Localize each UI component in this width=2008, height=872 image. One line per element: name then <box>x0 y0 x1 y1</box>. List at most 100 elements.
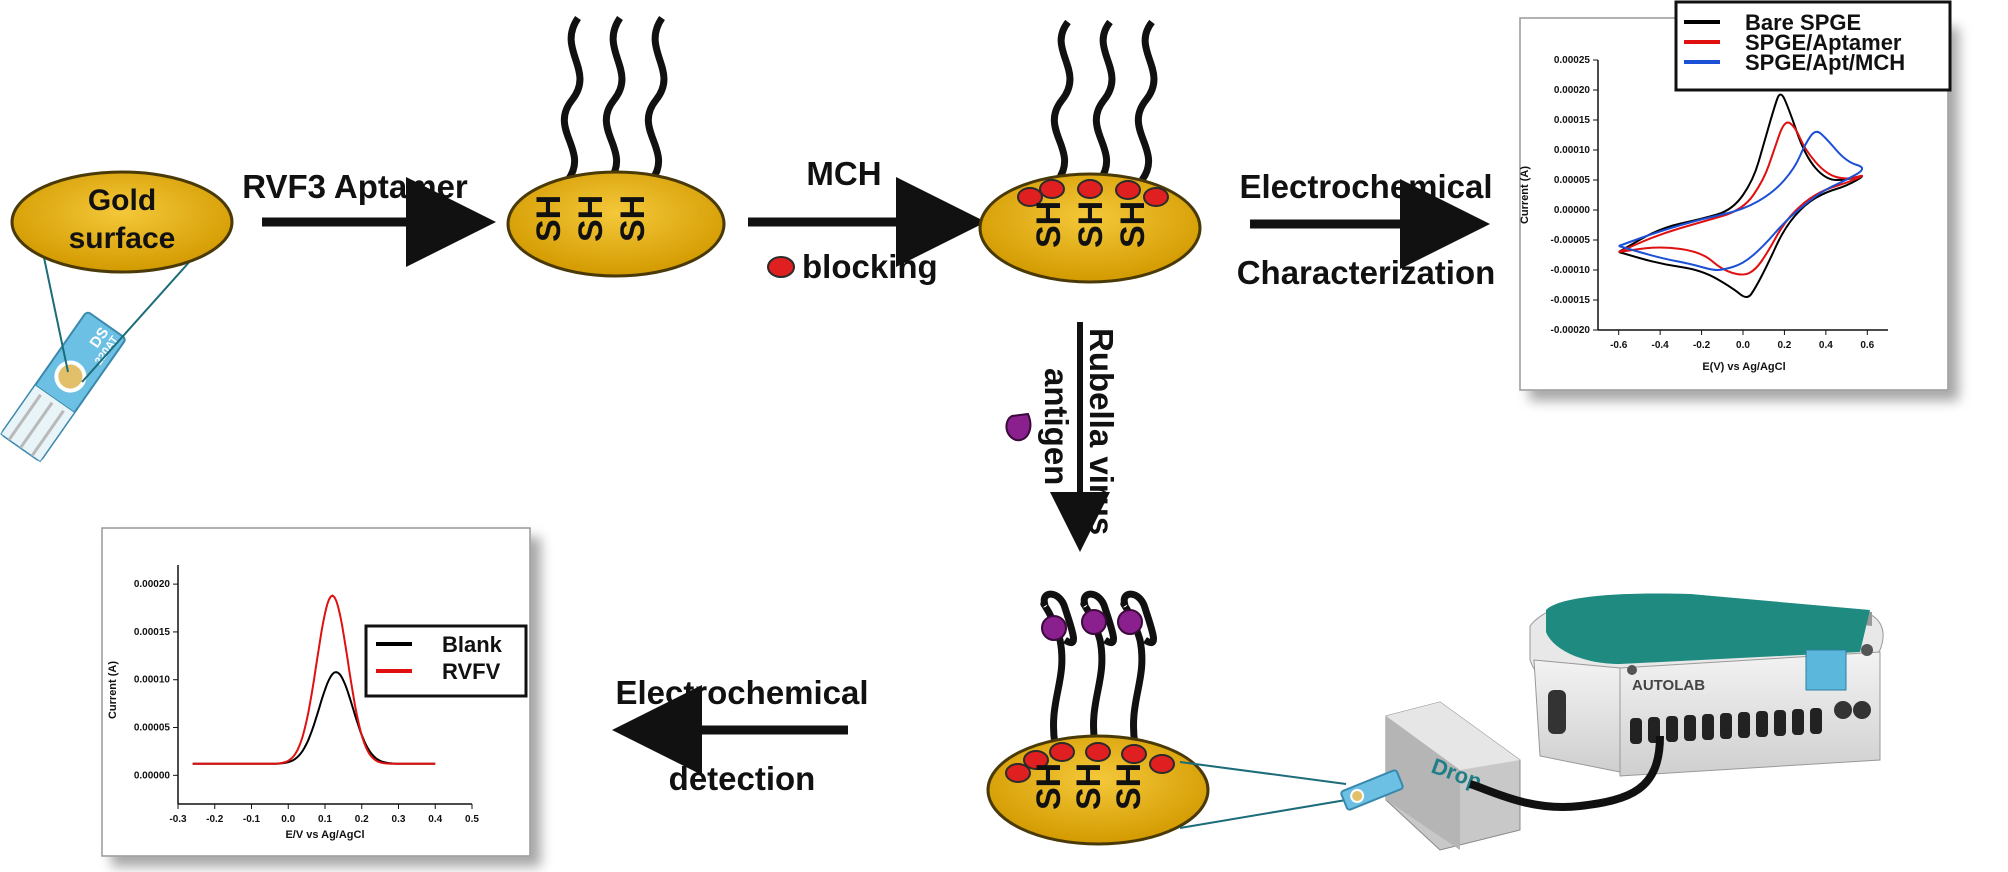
aptamer-strand <box>1040 590 1077 746</box>
gold-surface-label: surface <box>69 222 176 255</box>
aptamer-strand <box>644 16 668 183</box>
mch-icon <box>1143 187 1169 207</box>
dpv-y-tick-label: 0.00015 <box>134 627 171 638</box>
cv-series <box>1618 93 1864 298</box>
cv-legend <box>1674 0 1952 92</box>
gold-electrode <box>506 170 726 278</box>
thiol-label: SH <box>1070 763 1108 810</box>
cv-x-tick-label: 0.4 <box>1819 340 1833 351</box>
cv-y-tick-label: 0.00020 <box>1554 85 1591 96</box>
dropsens-connector-icon: Drop <box>1340 701 1521 851</box>
cv-x-tick-label: 0.6 <box>1860 340 1874 351</box>
aptamer-strand <box>1092 19 1116 183</box>
thiol-label: SH <box>572 195 610 242</box>
aptamer-strand <box>1120 590 1157 746</box>
dpv-legend <box>364 624 528 698</box>
antigen-icon <box>1117 609 1143 635</box>
cv-x-tick-label: -0.4 <box>1652 340 1670 351</box>
thiol-label: SH <box>1114 201 1152 248</box>
mch-icon <box>1023 750 1049 770</box>
cv-legend-label: SPGE/Aptamer <box>1745 30 1902 55</box>
cv-y-axis-label: Current (A) <box>1519 166 1531 224</box>
antigen-icon <box>1005 412 1032 442</box>
gold-surface <box>10 170 234 274</box>
dpv-series-line <box>192 594 436 765</box>
cv-y-tick-label: -0.00015 <box>1551 295 1591 306</box>
dpv-x-tick-label: 0.3 <box>392 814 406 825</box>
mch-icon <box>1115 180 1141 200</box>
zoom-line <box>1179 799 1347 829</box>
step1-label: RVF3 Aptamer <box>242 168 468 205</box>
cv-legend-label: Bare SPGE <box>1745 10 1861 35</box>
autolab-label: AUTOLAB <box>1632 677 1705 694</box>
cv-y-tick-label: -0.00010 <box>1551 265 1591 276</box>
mch-icon <box>1077 179 1103 199</box>
aptamer-strand <box>1134 19 1158 183</box>
cv-y-tick-label: -0.00005 <box>1551 235 1591 246</box>
thiol-label: SH <box>1110 763 1148 810</box>
cv-x-tick-label: -0.6 <box>1610 340 1628 351</box>
thiol-label: SH <box>614 195 652 242</box>
cv-x-tick-label: 0.2 <box>1777 340 1791 351</box>
aptamer-electrode: SH SH SH <box>506 16 726 278</box>
antigen-icon <box>1081 609 1107 635</box>
dpv-y-tick-label: 0.00000 <box>134 770 171 781</box>
step5-label: Electrochemical <box>615 674 868 711</box>
dpv-x-tick-label: 0.4 <box>428 814 442 825</box>
cv-y-tick-label: 0.00015 <box>1554 115 1591 126</box>
dpv-x-axis-label: E/V vs Ag/AgCl <box>285 829 364 841</box>
antigen-bound-electrode: SH SH SH <box>986 590 1210 846</box>
cv-y-ticks: 0.000250.000200.000150.000100.000050.000… <box>1551 55 1598 336</box>
mch-icon <box>1121 744 1147 764</box>
mch-icon <box>1085 742 1111 762</box>
dpv-x-tick-label: -0.3 <box>169 814 187 825</box>
dpv-x-tick-label: -0.1 <box>243 814 261 825</box>
zoom-line <box>41 247 69 373</box>
thiol-label: SH <box>1030 763 1068 810</box>
cv-legend-label: SPGE/Apt/MCH <box>1745 50 1905 75</box>
aptamer-strand <box>602 16 626 183</box>
blocking-label: blocking <box>802 248 938 285</box>
cv-y-tick-label: 0.00025 <box>1554 55 1591 66</box>
step3-label: Characterization <box>1237 254 1496 291</box>
cv-x-tick-label: -0.2 <box>1693 340 1711 351</box>
dpv-legend-label: RVFV <box>442 659 501 684</box>
step2-label: MCH <box>806 155 881 192</box>
dpv-y-tick-label: 0.00010 <box>134 675 171 686</box>
cv-series-line <box>1618 121 1864 276</box>
dpv-y-tick-label: 0.00005 <box>134 723 171 734</box>
step5-label: detection <box>669 760 816 797</box>
dpv-x-tick-label: 0.2 <box>355 814 369 825</box>
cv-chart: 0.000250.000200.000150.000100.000050.000… <box>1519 0 1952 391</box>
aptamer-strand <box>1080 590 1117 746</box>
cv-y-tick-label: 0.00010 <box>1554 145 1591 156</box>
gold-surface-label: Gold <box>88 184 156 217</box>
dpv-legend-label: Blank <box>442 632 503 657</box>
dpv-x-tick-label: -0.2 <box>206 814 224 825</box>
zoom-line <box>81 249 201 383</box>
mch-icon <box>767 256 795 278</box>
step3-label: Electrochemical <box>1239 168 1492 205</box>
blocked-electrode: SH SH SH <box>978 19 1202 284</box>
autolab-potentiostat-icon: AUTOLAB <box>1468 593 1884 811</box>
thiol-label: SH <box>530 195 568 242</box>
electrode-strip-icon: DS 220AT <box>0 311 126 463</box>
dpv-x-tick-label: 0.0 <box>281 814 295 825</box>
cv-x-axis-label: E(V) vs Ag/AgCl <box>1702 361 1785 373</box>
aptamer-strand <box>560 16 584 183</box>
mch-icon <box>1005 763 1031 783</box>
cv-x-tick-label: 0.0 <box>1736 340 1750 351</box>
aptamer-strand <box>1050 19 1074 183</box>
cv-y-tick-label: 0.00000 <box>1554 205 1591 216</box>
mch-icon <box>1017 187 1043 207</box>
step4-label: Rubella virus <box>1083 328 1120 535</box>
cv-series-line <box>1618 130 1864 272</box>
dpv-series <box>192 594 436 765</box>
mch-icon <box>1049 742 1075 762</box>
